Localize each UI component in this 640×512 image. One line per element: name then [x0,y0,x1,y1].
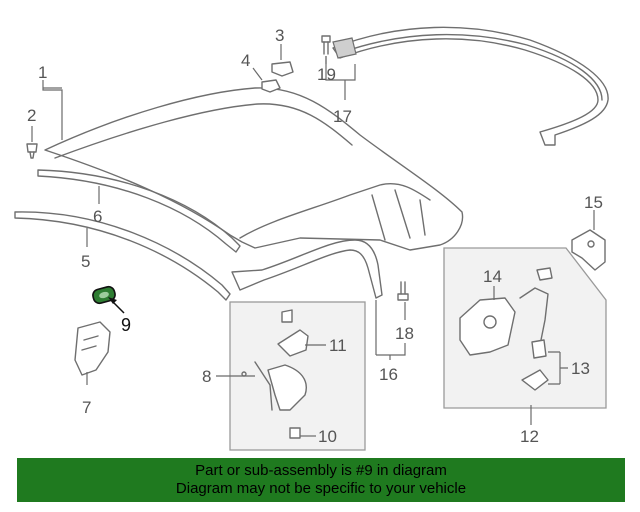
banner-line-1: Part or sub-assembly is #9 in diagram [195,462,447,479]
callout-15: 15 [584,193,603,212]
part-17-weatherstrip [332,26,609,146]
part-2-fastener [26,143,38,159]
callout-19: 19 [317,65,336,84]
info-banner: Part or sub-assembly is #9 in diagram Di… [17,458,625,502]
banner-line-2: Diagram may not be specific to your vehi… [175,480,467,497]
callout-14: 14 [483,267,502,286]
part-4-clip [261,79,281,93]
callout-6: 6 [93,207,102,226]
callout-13: 13 [571,359,590,378]
callout-17: 17 [333,107,352,126]
callout-1: 1 [38,63,47,82]
callout-5: 5 [81,252,90,271]
callout-2: 2 [27,106,36,125]
callout-10: 10 [318,427,337,446]
part-18-bolt [397,281,409,301]
callout-12: 12 [520,427,539,446]
callout-7: 7 [82,398,91,417]
part-16-arch-trim [231,239,383,299]
callout-16: 16 [379,365,398,384]
part-3-clip [271,61,294,77]
part-7-latch [74,321,111,376]
callout-9-arrowhead [108,297,117,304]
part-6-rail [37,169,241,253]
part-5-rail [14,211,231,301]
hardtop-roof-panel [44,87,464,251]
callout-4: 4 [241,51,250,70]
callout-3: 3 [275,26,284,45]
parts-diagram: 1 2 3 4 5 6 7 8 9 10 11 12 13 14 15 16 1… [14,26,609,451]
part-15-bracket [571,229,606,271]
callout-8: 8 [202,367,211,386]
leader-lines [31,44,595,437]
sub-assembly-box-12 [443,247,607,409]
callout-18: 18 [395,324,414,343]
callout-9: 9 [121,315,131,335]
part-19-bolt [321,35,331,55]
callout-11: 11 [329,336,347,355]
